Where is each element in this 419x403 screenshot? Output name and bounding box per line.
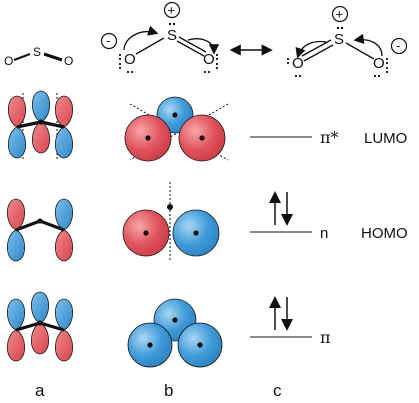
plus-charge-ring bbox=[163, 1, 181, 19]
plus-charge-ring bbox=[331, 5, 349, 23]
minus-charge-ring bbox=[100, 32, 118, 50]
pi-level: π bbox=[250, 296, 331, 347]
pi-star-top-view bbox=[124, 96, 229, 162]
oxygen-atom-right: O bbox=[203, 51, 215, 68]
level-symbol-pi: π bbox=[320, 328, 331, 347]
column-label-a: a bbox=[35, 381, 45, 400]
curved-arrow-icon bbox=[187, 38, 220, 55]
curved-arrow-icon bbox=[123, 25, 159, 51]
lumo-label: LUMO bbox=[364, 130, 407, 147]
sulfur-label: S bbox=[33, 45, 41, 59]
level-symbol-pi-star: π* bbox=[320, 128, 339, 147]
pi-star-level: π* LUMO bbox=[250, 128, 407, 147]
pi-star-p-orbitals bbox=[7, 90, 74, 160]
n-top-view bbox=[122, 182, 220, 262]
so2-bent-sketch: O S O bbox=[4, 45, 73, 68]
minus-charge: - bbox=[396, 38, 400, 53]
resonance-structure-2: + S O O - bbox=[286, 5, 408, 78]
oxygen-atom-right: O bbox=[373, 55, 385, 72]
n-p-orbitals bbox=[6, 198, 74, 262]
curved-arrow-icon bbox=[353, 33, 383, 57]
minus-charge: - bbox=[106, 33, 110, 48]
sulfur-atom: S bbox=[167, 27, 177, 44]
oxygen-right-label: O bbox=[64, 54, 73, 68]
homo-label: HOMO bbox=[361, 225, 408, 242]
plus-charge: + bbox=[168, 3, 176, 18]
n-level: n HOMO bbox=[250, 191, 408, 242]
level-symbol-n: n bbox=[320, 225, 328, 242]
column-label-b: b bbox=[164, 381, 173, 400]
resonance-structure-1: + S O O - bbox=[100, 1, 220, 74]
curved-arrow-icon bbox=[295, 40, 327, 59]
plus-charge: + bbox=[336, 7, 344, 22]
oxygen-left-label: O bbox=[4, 54, 13, 68]
lone-pair-dots bbox=[286, 57, 389, 78]
electron-pair-icon bbox=[269, 191, 293, 226]
electron-pair-icon bbox=[269, 296, 293, 331]
oxygen-atom-left: O bbox=[292, 55, 304, 72]
minus-charge-ring bbox=[390, 37, 408, 55]
pi-p-orbitals bbox=[6, 291, 74, 362]
sulfur-atom: S bbox=[334, 31, 344, 48]
column-label-c: c bbox=[273, 381, 282, 400]
pi-top-view bbox=[127, 298, 223, 368]
oxygen-atom-left: O bbox=[124, 51, 136, 68]
